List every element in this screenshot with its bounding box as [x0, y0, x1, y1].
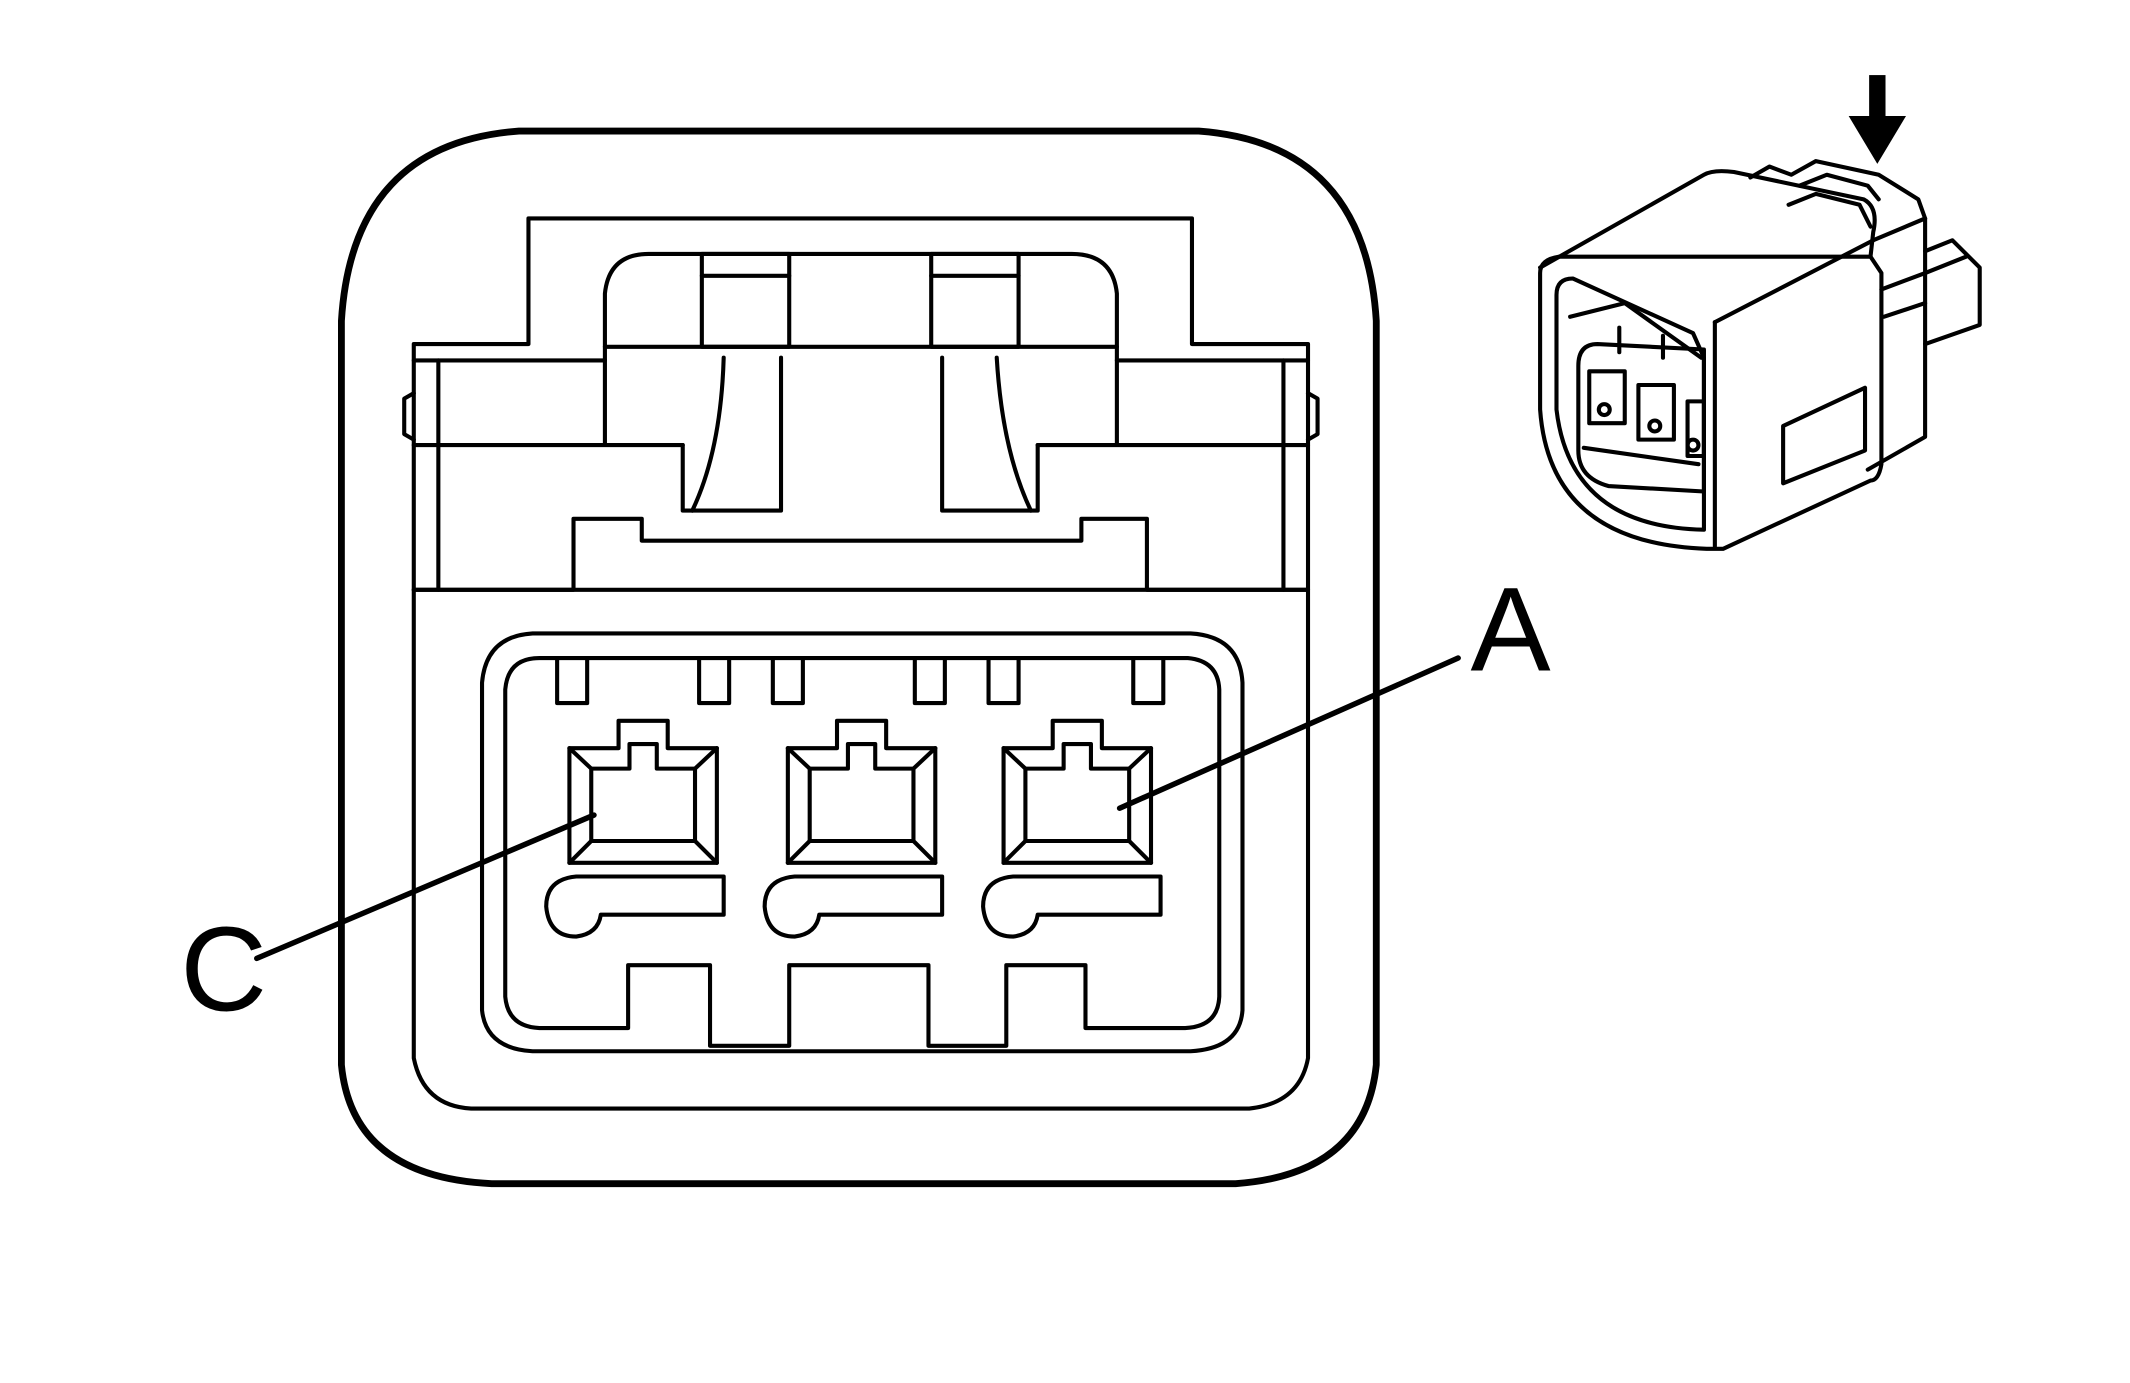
terminal-cavity-b — [762, 718, 945, 939]
pin-a-label: A — [1470, 562, 1550, 696]
cavity-frame — [479, 631, 1245, 1054]
housing-inner-wall — [411, 587, 1311, 1111]
pin-c-label: C — [180, 902, 267, 1036]
connector-face — [254, 127, 1461, 1188]
leader-line-a — [1116, 655, 1461, 811]
housing-outline — [338, 127, 1380, 1188]
connector-isometric-view — [1538, 159, 1982, 551]
latch-body — [402, 216, 1320, 592]
down-arrow-icon — [1848, 75, 1906, 164]
terminal-cavity-a — [981, 718, 1163, 939]
terminal-cavity-c — [544, 718, 726, 939]
leader-line-c — [254, 812, 597, 962]
